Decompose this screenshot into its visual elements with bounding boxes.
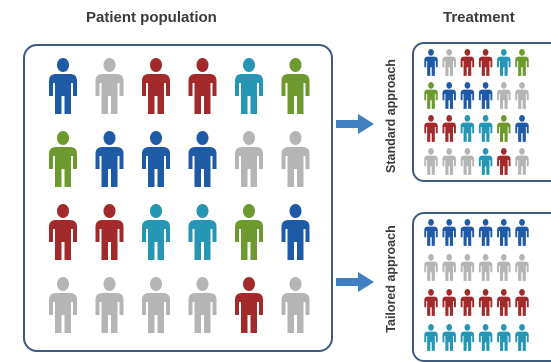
population-person-icon bbox=[281, 204, 310, 260]
population-person-icon bbox=[49, 204, 77, 260]
standard-person-icon bbox=[497, 82, 511, 109]
tailored-person-icon bbox=[442, 324, 456, 351]
population-person-icon bbox=[235, 58, 263, 114]
standard-person-icon bbox=[424, 82, 438, 109]
population-person-icon bbox=[95, 131, 124, 187]
standard-person-icon bbox=[515, 148, 529, 175]
tailored-person-icon bbox=[497, 219, 511, 246]
population-person-icon bbox=[281, 58, 310, 114]
tailored-person-icon bbox=[424, 289, 438, 316]
tailored-person-icon bbox=[497, 254, 511, 281]
tailored-person-icon bbox=[497, 324, 511, 351]
standard-person-icon bbox=[442, 82, 456, 109]
treatment-heading: Treatment bbox=[443, 9, 515, 26]
population-person-icon bbox=[188, 58, 217, 114]
standard-person-icon bbox=[442, 115, 456, 142]
standard-person-icon bbox=[497, 49, 511, 76]
tailored-person-icon bbox=[442, 219, 456, 246]
tailored-person-icon bbox=[424, 219, 438, 246]
tailored-person-icon bbox=[515, 254, 529, 281]
standard-person-icon bbox=[478, 148, 493, 175]
tailored-person-icon bbox=[478, 254, 493, 281]
standard-person-icon bbox=[515, 49, 529, 76]
tailored-person-icon bbox=[460, 289, 475, 316]
patient-population-panel bbox=[23, 44, 333, 352]
population-person-icon bbox=[142, 277, 170, 333]
tailored-person-icon bbox=[424, 254, 438, 281]
tailored-person-icon bbox=[478, 289, 493, 316]
tailored-person-icon bbox=[515, 324, 529, 351]
population-person-icon bbox=[188, 277, 217, 333]
population-person-icon bbox=[49, 277, 77, 333]
tailored-person-icon bbox=[478, 219, 493, 246]
population-person-icon bbox=[49, 131, 77, 187]
arrow-to-standard-icon bbox=[336, 114, 374, 134]
standard-person-icon bbox=[478, 82, 493, 109]
tailored-person-icon bbox=[442, 289, 456, 316]
standard-approach-grid bbox=[424, 49, 529, 175]
standard-person-icon bbox=[424, 148, 438, 175]
standard-person-icon bbox=[442, 49, 456, 76]
population-person-icon bbox=[188, 131, 217, 187]
patient-population-grid bbox=[49, 58, 310, 333]
population-person-icon bbox=[235, 277, 263, 333]
arrow-to-tailored-icon bbox=[336, 272, 374, 292]
standard-person-icon bbox=[460, 148, 475, 175]
population-person-icon bbox=[142, 204, 170, 260]
population-person-icon bbox=[95, 58, 124, 114]
population-person-icon bbox=[235, 204, 263, 260]
population-person-icon bbox=[188, 204, 217, 260]
tailored-person-icon bbox=[497, 289, 511, 316]
standard-person-icon bbox=[424, 49, 438, 76]
standard-person-icon bbox=[478, 49, 493, 76]
patient-population-heading: Patient population bbox=[86, 9, 217, 26]
population-person-icon bbox=[281, 277, 310, 333]
standard-person-icon bbox=[460, 115, 475, 142]
tailored-person-icon bbox=[515, 289, 529, 316]
population-person-icon bbox=[281, 131, 310, 187]
population-person-icon bbox=[142, 58, 170, 114]
standard-approach-label: Standard approach bbox=[384, 59, 398, 173]
standard-person-icon bbox=[460, 49, 475, 76]
standard-person-icon bbox=[478, 115, 493, 142]
standard-person-icon bbox=[424, 115, 438, 142]
standard-approach-panel bbox=[412, 42, 551, 182]
population-person-icon bbox=[49, 58, 77, 114]
tailored-person-icon bbox=[460, 254, 475, 281]
tailored-person-icon bbox=[442, 254, 456, 281]
standard-person-icon bbox=[442, 148, 456, 175]
standard-person-icon bbox=[515, 115, 529, 142]
population-person-icon bbox=[235, 131, 263, 187]
tailored-approach-panel bbox=[412, 212, 551, 362]
tailored-person-icon bbox=[478, 324, 493, 351]
tailored-person-icon bbox=[515, 219, 529, 246]
standard-person-icon bbox=[497, 115, 511, 142]
tailored-approach-label: Tailored approach bbox=[384, 225, 398, 333]
standard-person-icon bbox=[460, 82, 475, 109]
population-person-icon bbox=[95, 277, 124, 333]
population-person-icon bbox=[95, 204, 124, 260]
tailored-person-icon bbox=[460, 324, 475, 351]
population-person-icon bbox=[142, 131, 170, 187]
tailored-person-icon bbox=[460, 219, 475, 246]
standard-person-icon bbox=[515, 82, 529, 109]
standard-person-icon bbox=[497, 148, 511, 175]
tailored-approach-grid bbox=[424, 219, 529, 351]
tailored-person-icon bbox=[424, 324, 438, 351]
